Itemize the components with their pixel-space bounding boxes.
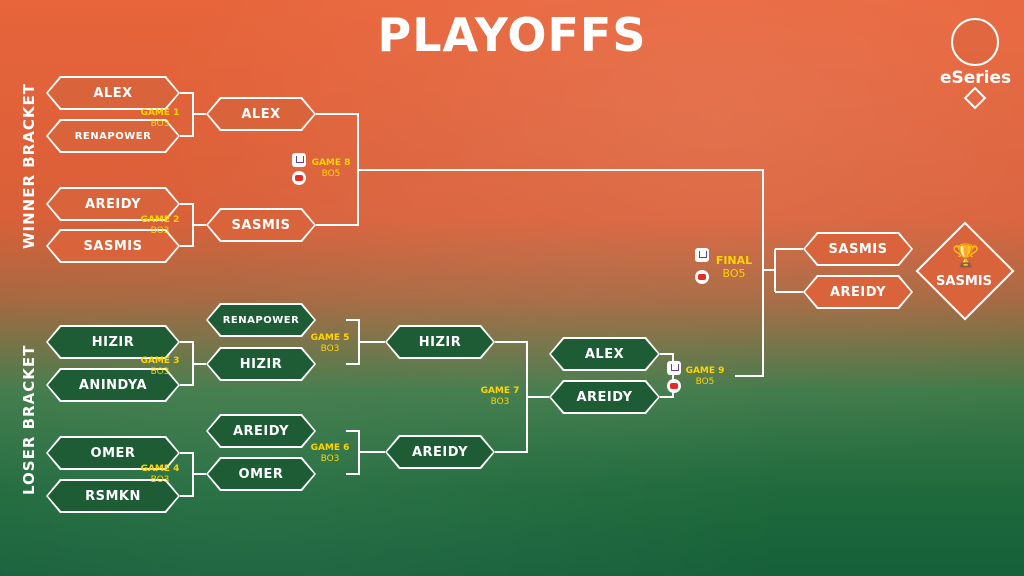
youtube-icon[interactable] xyxy=(292,171,306,185)
renault-diamond-icon xyxy=(963,86,987,110)
youtube-icon[interactable] xyxy=(695,270,709,284)
player-box-l5a: RENAPOWER xyxy=(206,303,316,337)
player-box-w1a: ALEX xyxy=(46,76,180,110)
roland-garros-seal-icon xyxy=(951,18,999,66)
player-box-l9b: AREIDY xyxy=(549,380,660,414)
player-box-l6b: OMER xyxy=(206,457,316,491)
twitch-icon[interactable] xyxy=(667,361,681,375)
winner-bracket-label: WINNER BRACKET xyxy=(20,83,38,249)
player-box-l6a: AREIDY xyxy=(206,414,316,448)
player-box-l7a: HIZIR xyxy=(385,325,495,359)
champion-name: SASMIS xyxy=(936,274,992,289)
player-box-w1b: RENAPOWER xyxy=(46,119,180,153)
player-box-w2b: SASMIS xyxy=(46,229,180,263)
youtube-icon[interactable] xyxy=(667,379,681,393)
page-title: PLAYOFFS xyxy=(377,8,647,62)
player-box-l9a: ALEX xyxy=(549,337,660,371)
player-box-l7b: AREIDY xyxy=(385,435,495,469)
eseries-brand: eSeries xyxy=(940,68,1012,88)
player-box-l3a: HIZIR xyxy=(46,325,180,359)
trophy-icon: 🏆 xyxy=(952,244,980,269)
roland-garros-eseries-logo: eSeries xyxy=(940,18,1012,110)
loser-bracket-label: LOSER BRACKET xyxy=(20,344,38,495)
champion-badge: 🏆 SASMIS xyxy=(915,221,1015,321)
player-box-w8b: SASMIS xyxy=(206,208,316,242)
player-box-fb: AREIDY xyxy=(803,275,913,309)
player-box-w2a: AREIDY xyxy=(46,187,180,221)
player-box-w8a: ALEX xyxy=(206,97,316,131)
player-box-l4b: RSMKN xyxy=(46,479,180,513)
player-box-l3b: ANINDYA xyxy=(46,368,180,402)
player-box-l4a: OMER xyxy=(46,436,180,470)
player-box-fa: SASMIS xyxy=(803,232,913,266)
twitch-icon[interactable] xyxy=(292,153,306,167)
twitch-icon[interactable] xyxy=(695,248,709,262)
player-box-l5b: HIZIR xyxy=(206,347,316,381)
